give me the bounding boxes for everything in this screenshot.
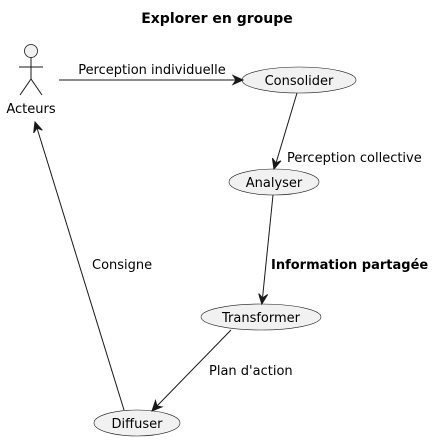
edge-plan-action-arrowhead: [151, 399, 164, 412]
edge-perception-individuelle-arrowhead: [231, 74, 245, 86]
edge-consigne: Consigne: [33, 120, 152, 411]
usecase-consolider[interactable]: Consolider: [241, 66, 357, 94]
usecase-diffuser-label: Diffuser: [112, 417, 164, 432]
actor-label: Acteurs: [6, 102, 55, 117]
usecase-diffuser[interactable]: Diffuser: [93, 409, 181, 437]
edge-perception-collective-arrowhead: [271, 157, 282, 171]
edge-plan-action-line: [156, 329, 232, 407]
usecase-transformer[interactable]: Transformer: [200, 303, 322, 331]
usecase-analyser-label: Analyser: [246, 176, 303, 191]
edge-information-partagee: Information partagée: [258, 194, 428, 306]
edge-consigne-label: Consigne: [92, 258, 152, 273]
usecase-consolider-label: Consolider: [265, 74, 334, 89]
edge-perception-collective-line: [275, 92, 298, 164]
edge-perception-individuelle-label: Perception individuelle: [78, 63, 226, 78]
actor-acteurs[interactable]: Acteurs: [6, 44, 56, 118]
actor-left-leg: [19, 78, 32, 96]
usecase-analyser[interactable]: Analyser: [228, 168, 320, 196]
edge-plan-action-label: Plan d'action: [209, 364, 293, 379]
edge-information-partagee-arrowhead: [258, 293, 269, 306]
edge-perception-collective: Perception collective: [271, 92, 422, 171]
actor-right-leg: [30, 78, 43, 96]
usecase-transformer-shape: [200, 303, 322, 331]
edge-information-partagee-line: [262, 194, 274, 299]
edge-perception-collective-label: Perception collective: [287, 151, 422, 166]
actor-head: [24, 44, 38, 58]
diagram-title: Explorer en groupe: [141, 11, 293, 27]
edge-perception-individuelle: Perception individuelle: [59, 63, 245, 86]
edge-consigne-arrowhead: [33, 120, 43, 134]
edge-consigne-line: [36, 127, 125, 411]
usecase-diffuser-shape: [93, 409, 181, 437]
usecase-transformer-label: Transformer: [221, 311, 301, 326]
edge-information-partagee-label: Information partagée: [271, 258, 428, 273]
edge-plan-action: Plan d'action: [151, 329, 293, 412]
